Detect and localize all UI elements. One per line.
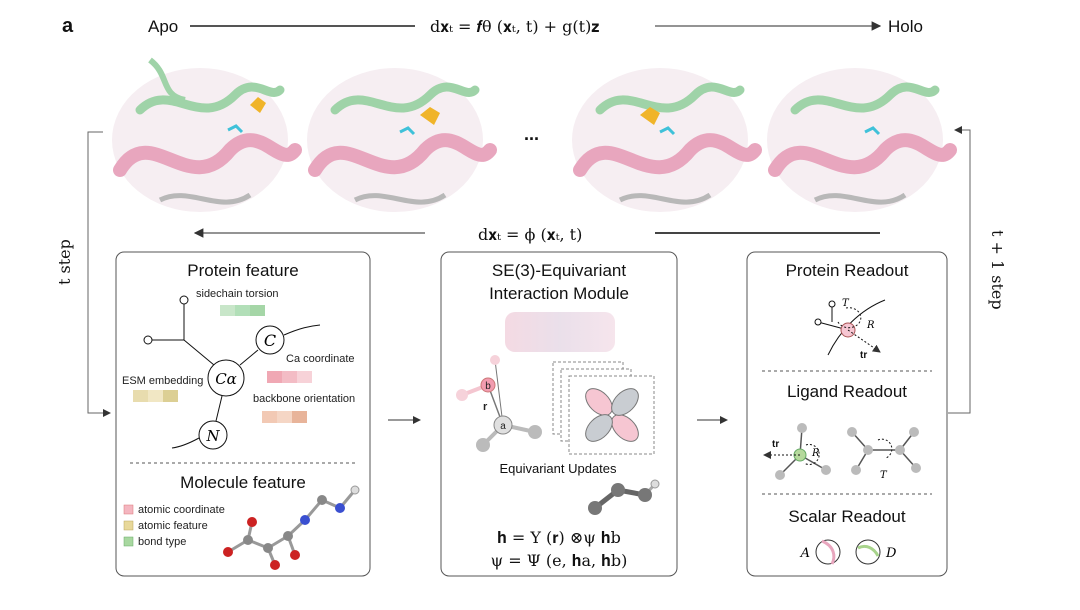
right-loop-line	[948, 126, 971, 414]
node-n: N	[205, 427, 220, 445]
scalar-readout-d-icon	[855, 539, 881, 565]
node-b: b	[485, 381, 491, 392]
ligand-readout-R: R	[811, 448, 820, 459]
ca-coordinate-label: Ca coordinate	[286, 353, 355, 365]
apo-label: Apo	[148, 17, 178, 36]
protein-feature-panel	[115, 251, 371, 577]
ligand-fragment	[588, 479, 660, 515]
scalar-readout-a-label: A	[800, 546, 810, 561]
ellipsis: ...	[524, 124, 539, 144]
ligand-readout-T: T	[880, 470, 888, 481]
ligand-readout-rotation-glyph	[763, 423, 831, 480]
equivariant-updates-label: Equivariant Updates	[499, 461, 617, 476]
forward-equation: d𝐱ₜ = 𝒇θ (𝐱ₜ, t) + g(t)𝐳	[430, 17, 599, 36]
sidechain-swatch	[220, 305, 265, 316]
blurred-feature-block	[505, 312, 615, 352]
legend-atomic-feature: atomic feature	[138, 520, 208, 532]
backbone-swatch	[262, 411, 307, 423]
legend-bond-type-icon	[123, 536, 134, 547]
protein-readout-T: T	[842, 298, 850, 309]
se3-title-line2: Interaction Module	[489, 284, 629, 303]
spherical-harmonic-stack	[552, 361, 655, 455]
scalar-readout-d-label: D	[885, 546, 897, 561]
protein-graph	[143, 295, 321, 450]
backbone-orientation-label: backbone orientation	[253, 393, 355, 405]
protein-readout-tr: tr	[860, 350, 867, 361]
ligand-readout-torsion-glyph	[847, 427, 921, 475]
vector-r: r	[483, 401, 488, 413]
molecule-feature-title: Molecule feature	[180, 473, 306, 492]
panel-letter: a	[62, 15, 74, 37]
ca-coordinate-swatch	[267, 371, 312, 383]
protein-structure-3	[572, 68, 762, 212]
t-plus-1-step-label: t + 1 step	[988, 230, 1007, 310]
legend-bond-type: bond type	[138, 536, 186, 548]
interaction-graph	[456, 355, 542, 452]
scalar-readout-a-icon	[815, 539, 841, 565]
legend-atomic-coordinate-icon	[123, 504, 134, 515]
legend-atomic-coordinate: atomic coordinate	[138, 504, 225, 516]
protein-feature-title: Protein feature	[187, 261, 299, 280]
equation-psi: ψ = Ψ (e, 𝐡a, 𝐡b)	[491, 551, 628, 570]
legend-atomic-feature-icon	[123, 520, 134, 531]
protein-readout-glyph	[814, 299, 886, 356]
esm-swatch	[133, 390, 178, 402]
se3-title-line1: SE(3)-Equivariant	[492, 261, 626, 280]
t-step-label: t step	[55, 239, 74, 285]
scalar-readout-title: Scalar Readout	[788, 507, 905, 526]
protein-readout-R: R	[866, 320, 875, 331]
sidechain-label: sidechain torsion	[196, 288, 279, 300]
protein-structure-4	[767, 68, 957, 212]
node-c: C	[264, 331, 276, 350]
equation-h: 𝐡 = Y (𝐫) ⊗ψ 𝐡b	[497, 528, 621, 547]
protein-structure-1	[112, 57, 302, 212]
ligand-readout-tr: tr	[772, 439, 779, 450]
backward-equation: d𝐱ₜ = ϕ (𝐱ₜ, t)	[478, 225, 582, 244]
se3-panel	[440, 251, 678, 577]
node-ca: Cα	[215, 370, 237, 388]
protein-structure-2	[307, 68, 497, 212]
left-loop-line	[87, 131, 111, 417]
holo-label: Holo	[888, 17, 923, 36]
ligand-readout-title: Ligand Readout	[787, 382, 907, 401]
protein-readout-title: Protein Readout	[786, 261, 909, 280]
node-a: a	[500, 421, 506, 432]
readout-panel	[746, 251, 948, 577]
esm-embedding-label: ESM embedding	[122, 375, 203, 387]
molecule-ball-stick	[223, 485, 360, 570]
